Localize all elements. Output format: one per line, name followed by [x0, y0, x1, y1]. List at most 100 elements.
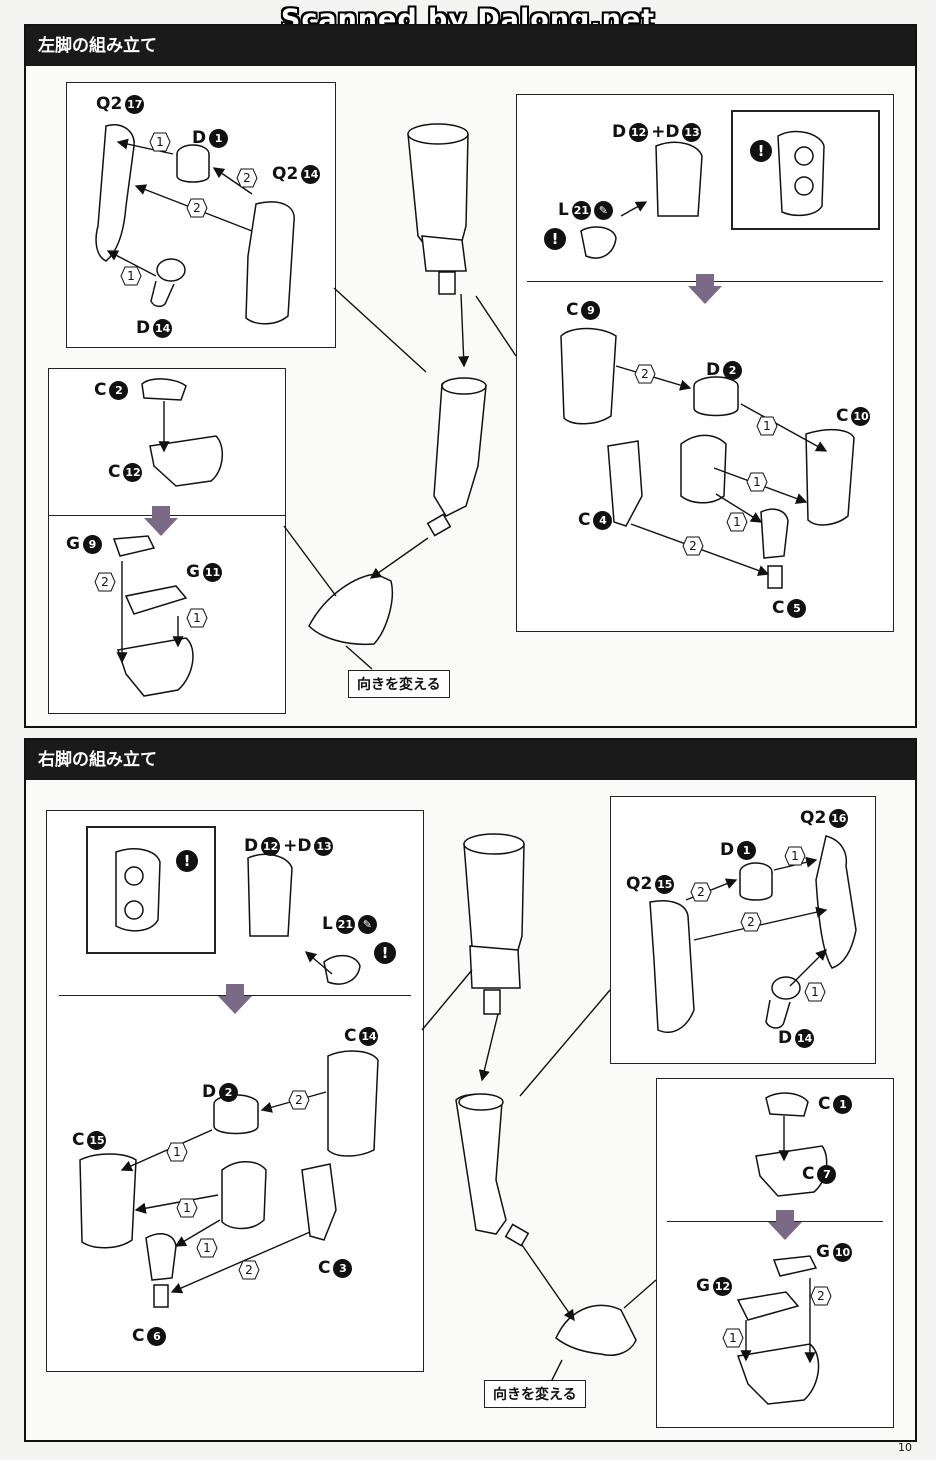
callout-lines [283, 287, 517, 670]
c1-part [765, 1092, 809, 1117]
d1-body [176, 154, 210, 183]
step-2-marker: 2 [634, 364, 656, 384]
d12-d13-part [247, 853, 293, 937]
step-1-marker: 1 [149, 132, 171, 152]
step-2-marker: 2 [690, 882, 712, 902]
q2-14-part [245, 201, 295, 325]
c2-part [141, 378, 187, 401]
step-2-marker: 2 [186, 198, 208, 218]
d12-d13-part [655, 141, 703, 217]
c3-part [301, 1163, 337, 1241]
warning-icon: ! [176, 850, 198, 872]
divider [667, 1221, 883, 1222]
g12-part [736, 1291, 800, 1321]
c14-part [327, 1050, 379, 1157]
step-2-marker: 2 [236, 168, 258, 188]
next-step-arrow-icon [218, 984, 252, 1014]
section-title: 右脚の組み立て [26, 740, 915, 780]
knee-joint-part [469, 945, 521, 989]
warning-icon: ! [374, 942, 396, 964]
next-step-arrow-icon [688, 274, 722, 304]
tool-icon: ✎ [593, 200, 613, 220]
warning-icon: ! [750, 140, 772, 162]
g10-part [772, 1255, 818, 1277]
c9-part [560, 327, 617, 425]
right-leg-section: 右脚の組み立て [24, 738, 917, 1442]
g9-part [112, 535, 156, 557]
step-1-marker: 1 [722, 1328, 744, 1348]
left-parts-drawing [95, 123, 855, 697]
d14-peg [150, 280, 175, 308]
c15-part [79, 1153, 137, 1249]
step-1-marker: 1 [176, 1198, 198, 1218]
step-1-marker: 1 [804, 982, 826, 1002]
step-1-marker: 1 [746, 472, 768, 492]
l21-part [323, 954, 361, 985]
turn-direction-callout: 向きを変える [484, 1380, 586, 1408]
step-1-marker: 1 [196, 1238, 218, 1258]
left-leg-section: 左脚の組み立て [24, 24, 917, 728]
step-2-marker: 2 [682, 536, 704, 556]
foot-base-part [736, 1343, 820, 1405]
section-title: 左脚の組み立て [26, 26, 915, 66]
q2-16-part [815, 835, 857, 969]
warning-icon: ! [544, 228, 566, 250]
foot-base-part [117, 637, 194, 697]
step-1-marker: 1 [120, 266, 142, 286]
d14-part [156, 258, 186, 282]
knee-cap-part [680, 434, 727, 504]
step-1-marker: 1 [726, 512, 748, 532]
page-number: 10 [898, 1441, 912, 1454]
next-step-arrow-icon [144, 506, 178, 536]
g11-part [124, 585, 188, 615]
step-1-marker: 1 [166, 1142, 188, 1162]
foot-part [308, 573, 394, 646]
next-step-arrow-icon [768, 1210, 802, 1240]
right-parts-drawing [79, 833, 857, 1405]
q2-15-part [649, 900, 695, 1033]
foot-part [555, 1304, 637, 1356]
tool-icon: ✎ [357, 914, 377, 934]
step-2-marker: 2 [810, 1286, 832, 1306]
step-2-marker: 2 [740, 912, 762, 932]
step-1-marker: 1 [756, 416, 778, 436]
c10-part [805, 428, 855, 526]
q2-17-part [95, 124, 135, 262]
turn-direction-callout: 向きを変える [348, 670, 450, 698]
l21-part [580, 226, 617, 259]
step-1-marker: 1 [186, 608, 208, 628]
step-2-marker: 2 [94, 572, 116, 592]
c4-part [607, 440, 643, 527]
knee-joint-small [760, 508, 789, 559]
knee-joint-small [145, 1233, 177, 1281]
step-2-marker: 2 [238, 1260, 260, 1280]
